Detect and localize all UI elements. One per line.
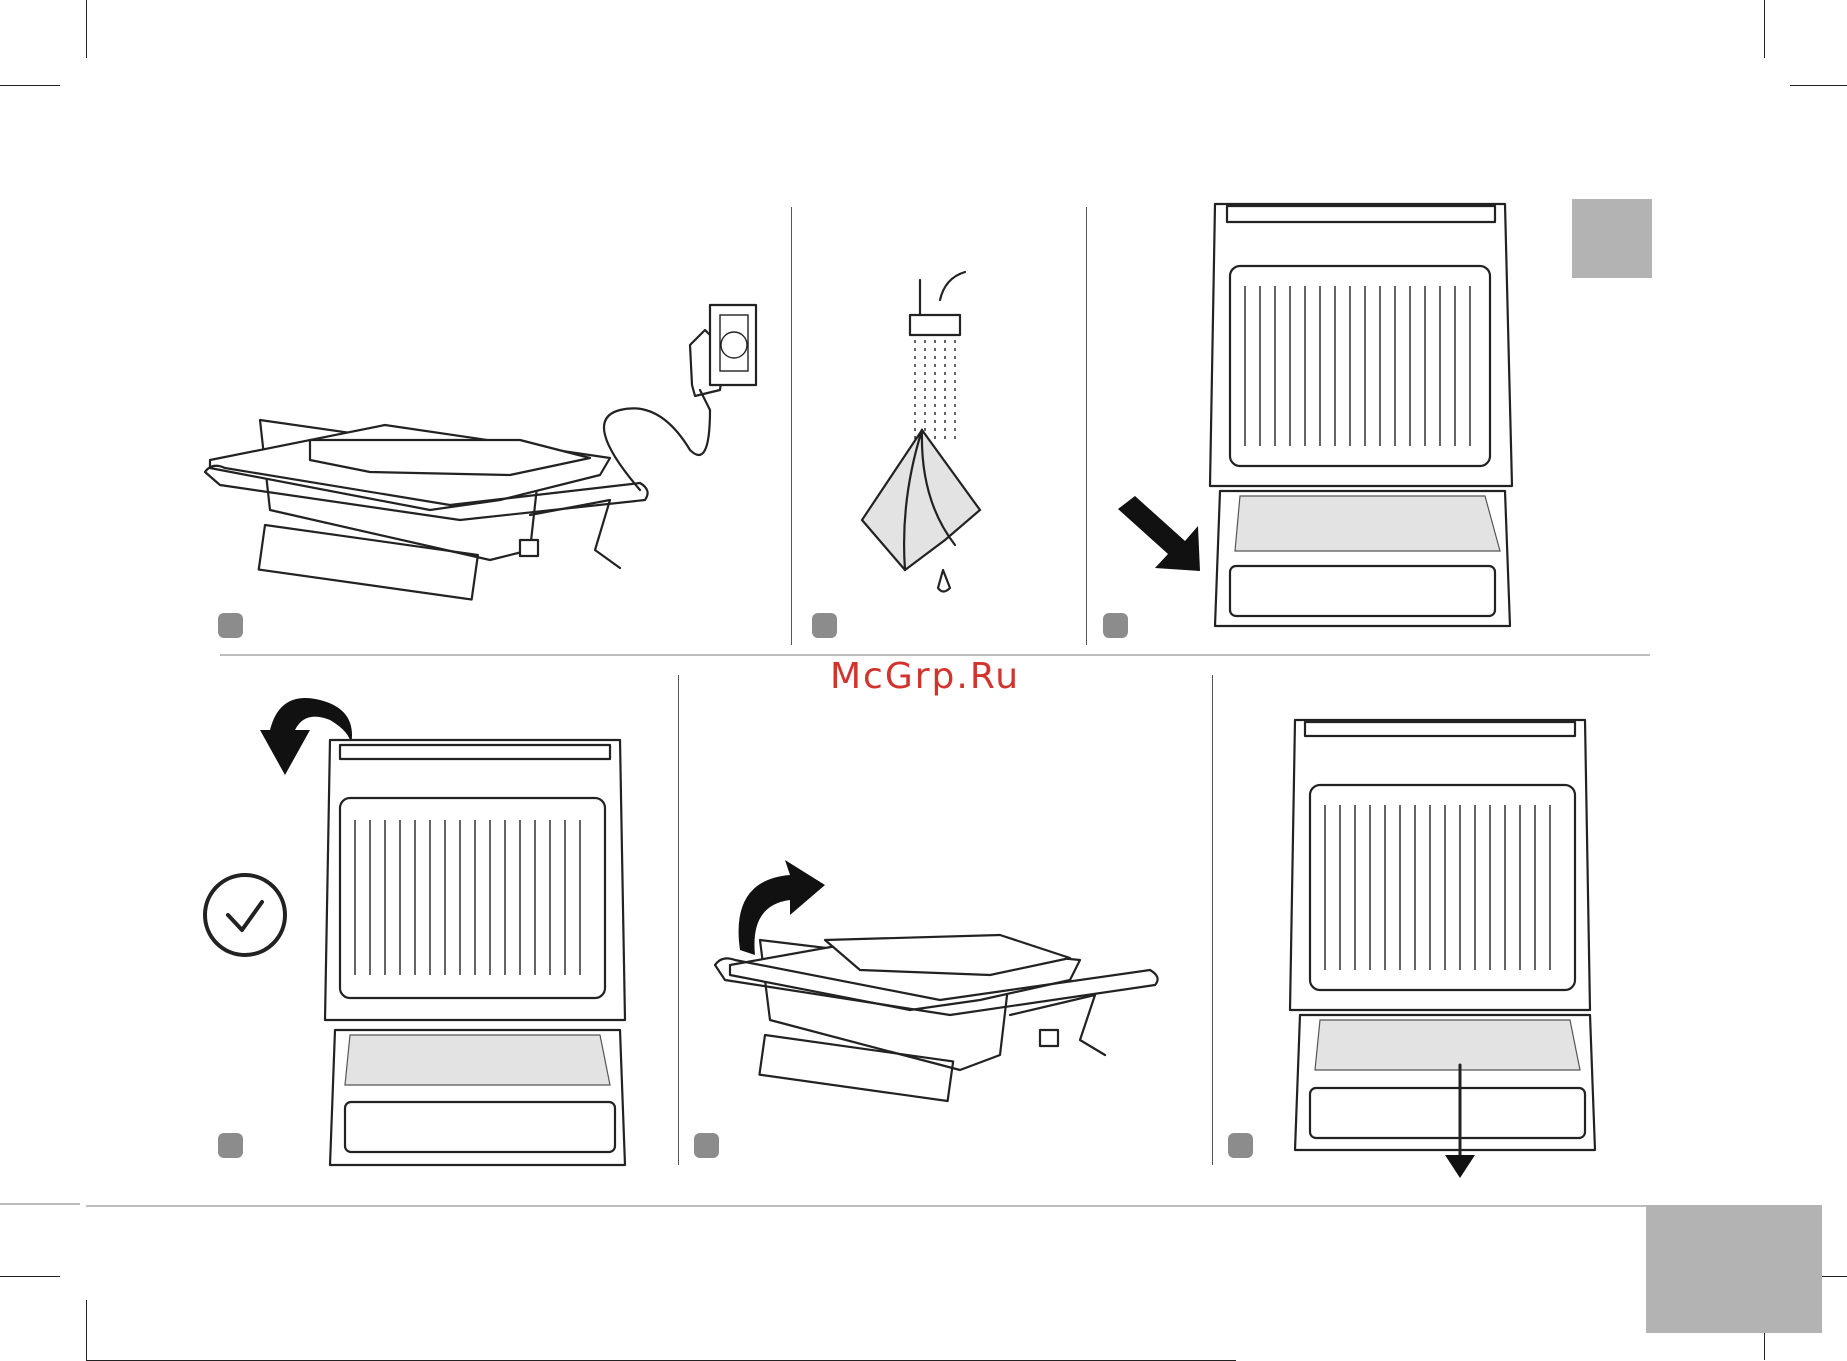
panel-divider — [791, 207, 792, 645]
crop-mark — [86, 1300, 87, 1360]
crop-mark — [0, 1276, 60, 1277]
grill-open-check-icon — [200, 690, 640, 1170]
grill-closed-plugged-icon — [200, 300, 760, 620]
footer-rule — [0, 1203, 80, 1205]
page-corner-tab — [1646, 1205, 1822, 1333]
grill-close-lid-icon — [710, 840, 1170, 1120]
panel-divider — [1086, 207, 1087, 645]
panel-divider — [1212, 675, 1213, 1165]
step-4-marker — [218, 1133, 243, 1158]
crop-mark — [0, 85, 60, 86]
step-1-marker — [218, 613, 243, 638]
grill-open-remove-tray-icon — [1280, 710, 1640, 1180]
footer-rule — [86, 1205, 1646, 1207]
crop-mark — [1764, 0, 1765, 58]
panel-divider — [678, 675, 679, 1165]
grill-open-insert-plate-icon — [1130, 196, 1550, 636]
watermark-text: McGrp.Ru — [830, 656, 1020, 697]
step-6-marker — [1228, 1133, 1253, 1158]
damp-cloth-tap-icon — [860, 270, 1000, 600]
section-tab — [1572, 199, 1652, 278]
step-3-marker — [1103, 613, 1128, 638]
crop-mark — [86, 0, 87, 58]
step-2-marker — [812, 613, 837, 638]
step-5-marker — [694, 1133, 719, 1158]
crop-mark — [1790, 85, 1847, 86]
